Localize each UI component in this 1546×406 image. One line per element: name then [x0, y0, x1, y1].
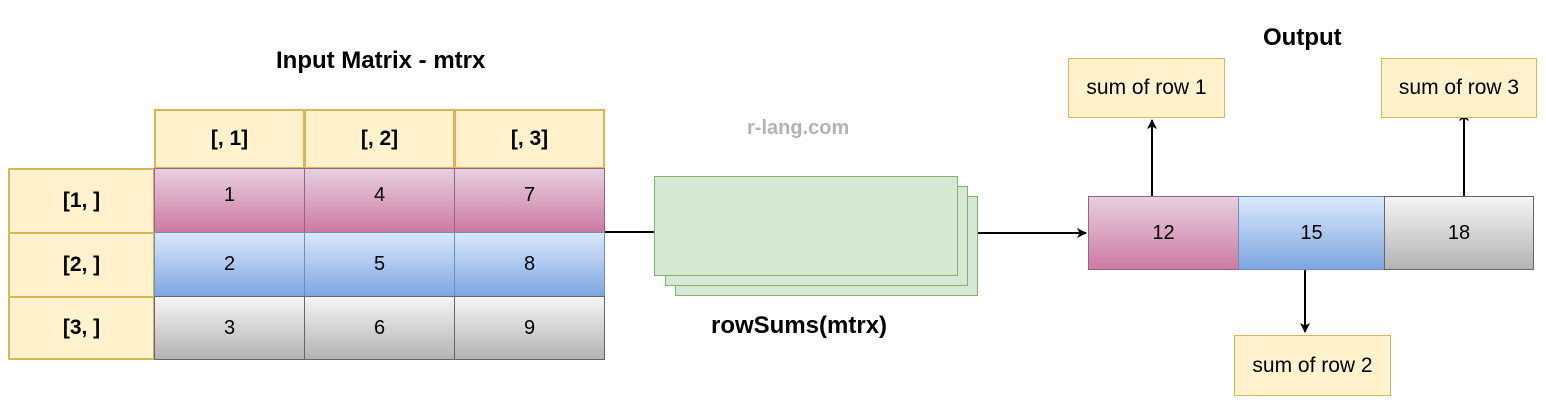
- matrix-cell: 3: [154, 296, 305, 360]
- row-header-1: [1, ]: [8, 168, 155, 234]
- matrix-cell: 5: [304, 232, 455, 297]
- matrix-cell: 9: [454, 296, 605, 360]
- column-header-3: [, 3]: [454, 109, 605, 169]
- output-cell-3: 18: [1384, 196, 1534, 270]
- output-cell-2: 15: [1238, 196, 1385, 270]
- input-matrix-title: Input Matrix - mtrx: [276, 47, 486, 74]
- matrix-cell: 1: [154, 168, 305, 233]
- row-header-3: [3, ]: [8, 296, 155, 360]
- watermark: r-lang.com: [747, 117, 850, 139]
- sum-label-row1: sum of row 1: [1068, 58, 1225, 118]
- matrix-cell: 4: [304, 168, 455, 233]
- sum-label-row2: sum of row 2: [1234, 335, 1391, 396]
- matrix-cell: 8: [454, 232, 605, 297]
- matrix-cell: 2: [154, 232, 305, 297]
- matrix-cell: 7: [454, 168, 605, 233]
- function-label: rowSums(mtrx): [711, 312, 888, 339]
- column-header-1: [, 1]: [154, 109, 305, 169]
- output-cell-1: 12: [1088, 196, 1239, 270]
- function-box-front: [654, 176, 958, 276]
- output-title: Output: [1263, 24, 1342, 51]
- matrix-cell: 6: [304, 296, 455, 360]
- column-header-2: [, 2]: [304, 109, 455, 169]
- row-header-2: [2, ]: [8, 232, 155, 298]
- sum-label-row3: sum of row 3: [1381, 58, 1537, 118]
